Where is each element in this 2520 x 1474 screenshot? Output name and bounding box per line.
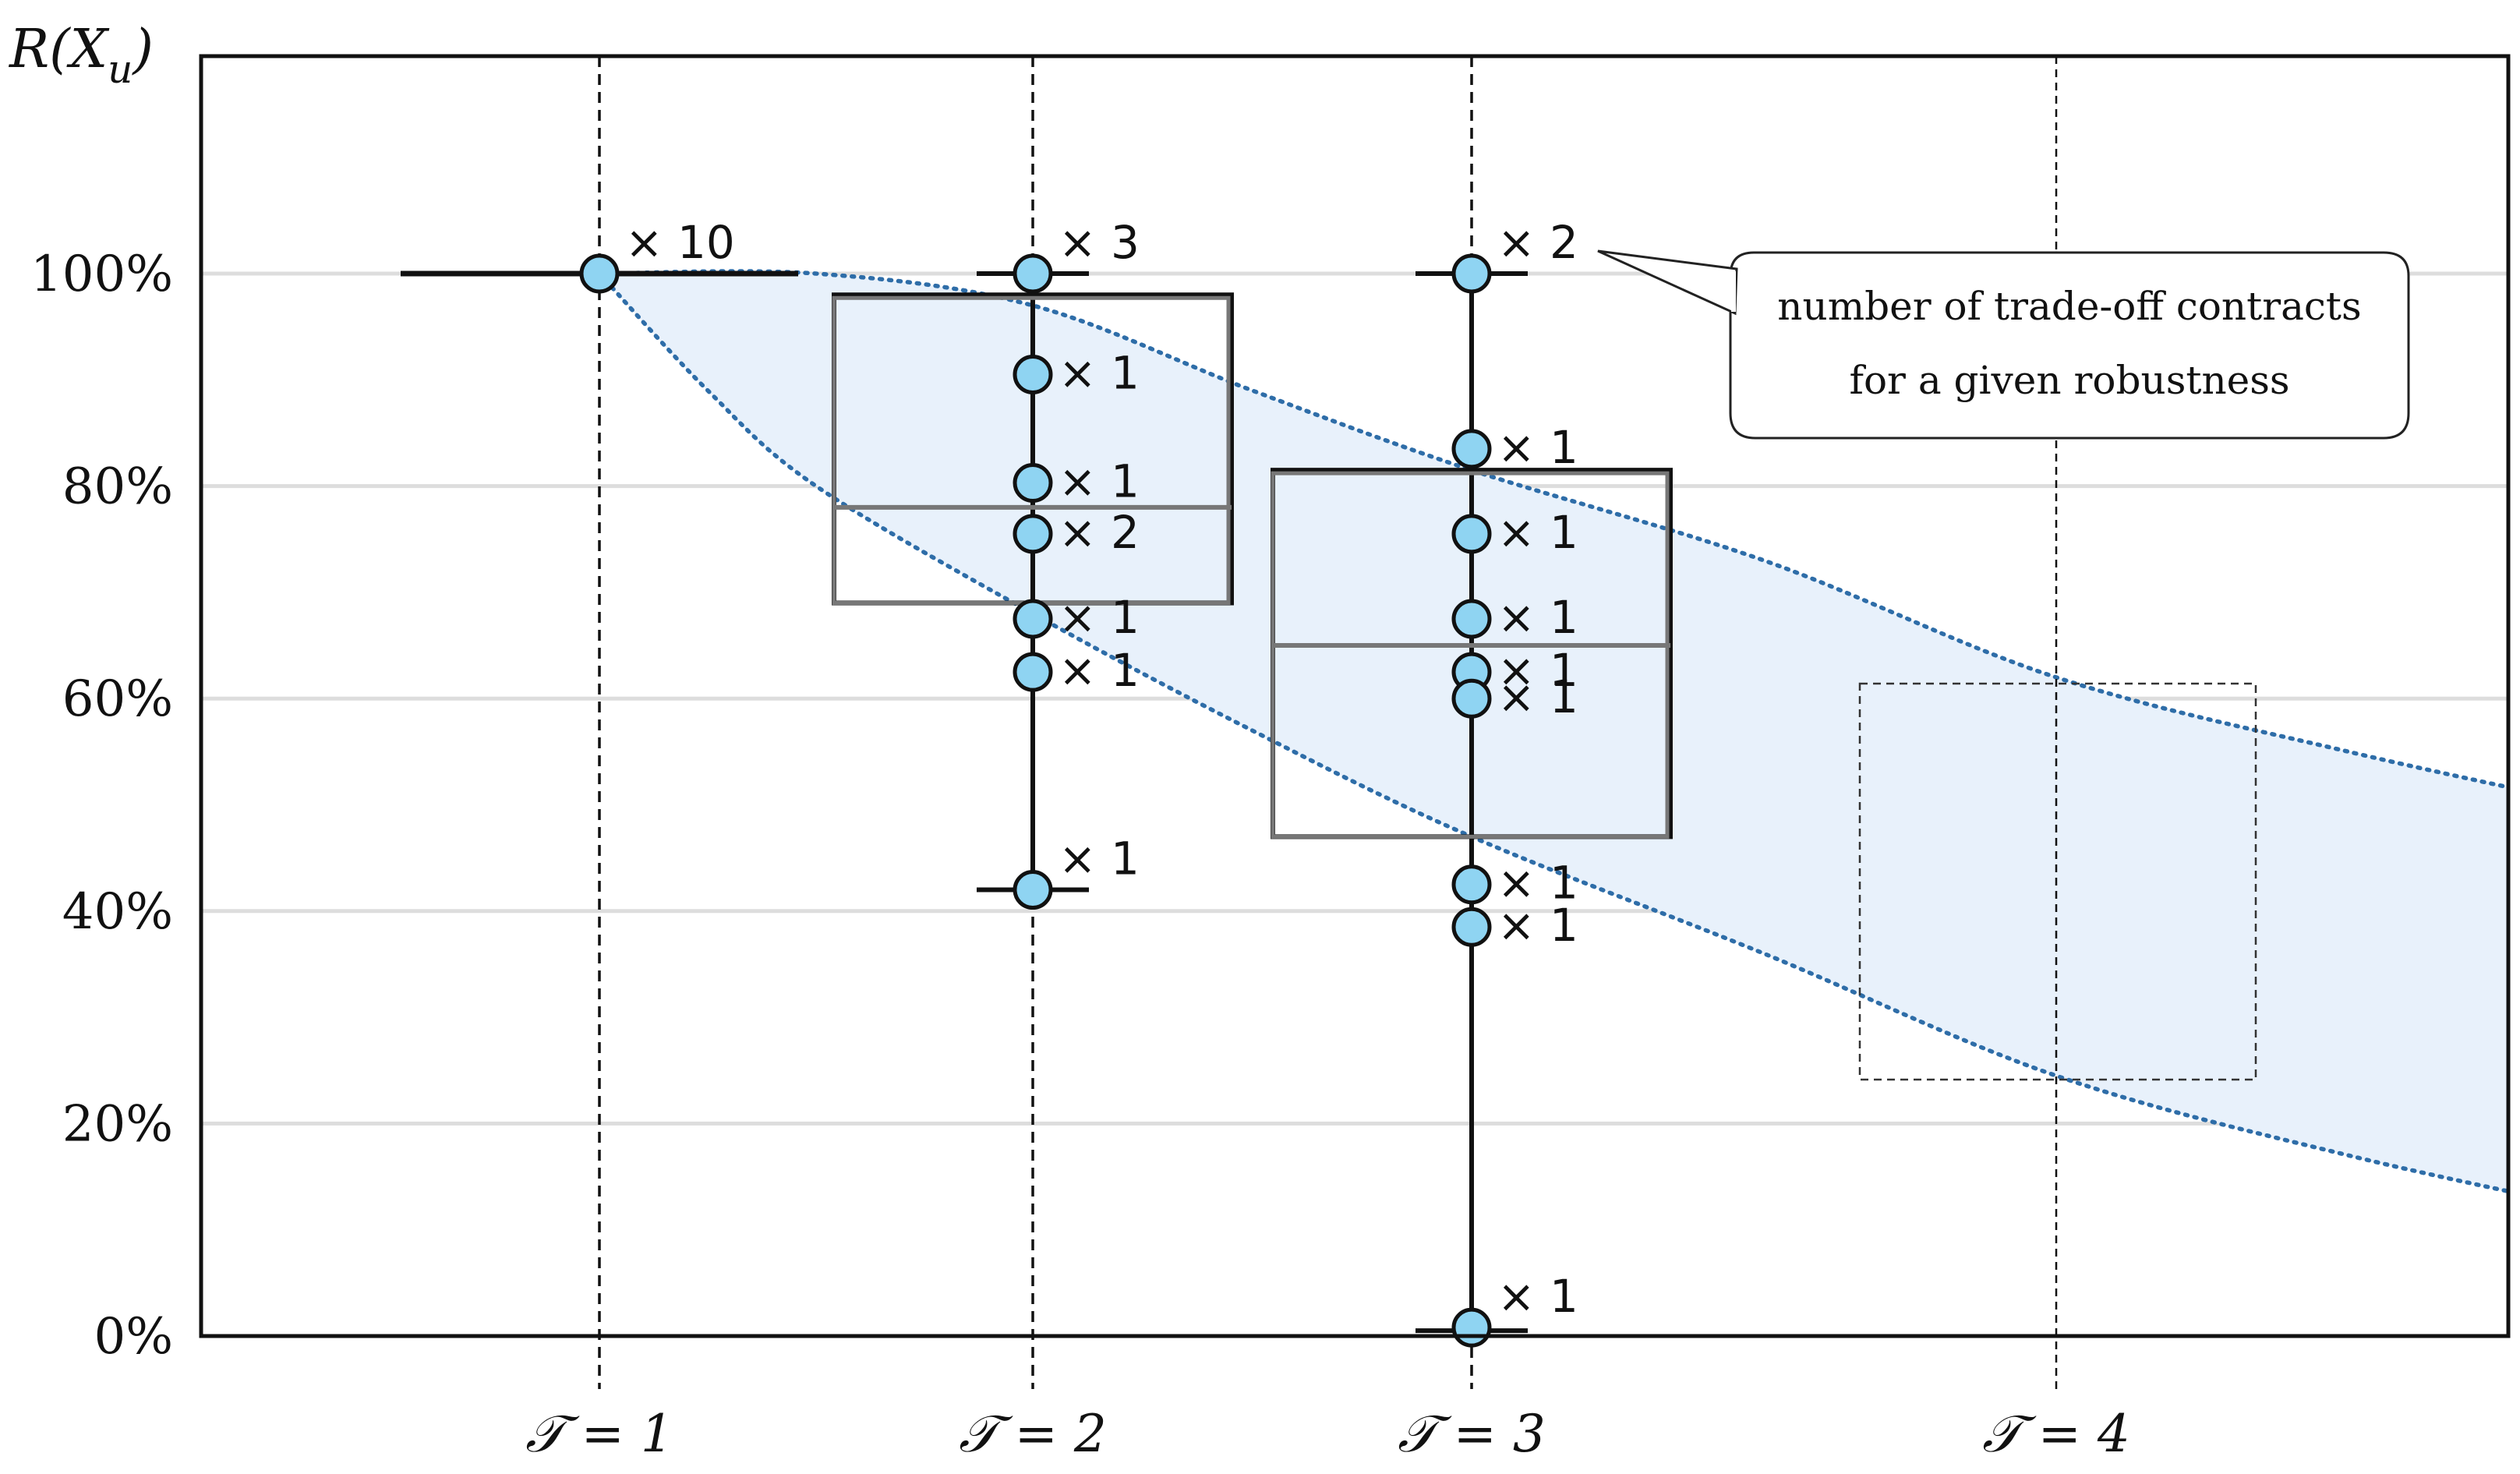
data-point — [1451, 253, 1492, 294]
count-label: × 10 — [625, 216, 735, 269]
empty-region-highlight — [1858, 682, 2257, 1081]
callout-line-2: for a given robustness — [1849, 358, 2289, 403]
count-label: × 1 — [1497, 506, 1578, 559]
data-point — [1013, 599, 1053, 639]
data-point — [1013, 514, 1053, 554]
plot-frame — [199, 54, 2511, 1338]
count-label: × 1 — [1497, 670, 1578, 723]
band-fill — [599, 270, 2508, 1192]
data-point — [1451, 1307, 1492, 1348]
callout: number of trade-off contracts for a give… — [1597, 249, 2410, 440]
data-point — [1013, 354, 1053, 394]
y-tick-label: 80% — [62, 458, 173, 516]
y-tick-labels: 0% 20% 40% 60% 80% 100% — [30, 246, 173, 1366]
y-tick-label: 20% — [62, 1095, 173, 1153]
data-point — [1451, 678, 1492, 719]
data-point — [1013, 652, 1053, 692]
data-point — [579, 253, 620, 294]
callout-pointer — [1597, 249, 1738, 316]
x-tick-label: 𝒯 = 4 — [1982, 1404, 2130, 1464]
x-tick-label: 𝒯 = 2 — [959, 1404, 1107, 1464]
data-point — [1451, 514, 1492, 554]
data-point — [1013, 870, 1053, 910]
count-label: × 1 — [1059, 591, 1140, 644]
count-label: × 1 — [1497, 857, 1578, 910]
data-point — [1451, 907, 1492, 947]
count-label: × 1 — [1059, 644, 1140, 697]
data-point — [1013, 463, 1053, 504]
count-label: × 1 — [1059, 346, 1140, 399]
count-label: × 2 — [1497, 216, 1578, 269]
box-inner — [1271, 471, 1670, 839]
count-label: × 1 — [1497, 421, 1578, 474]
y-tick-label: 60% — [62, 670, 173, 728]
robustness-band — [597, 269, 2508, 1194]
x-tick-label: 𝒯 = 1 — [525, 1404, 673, 1464]
data-point — [1451, 429, 1492, 469]
y-tick-label: 100% — [30, 246, 173, 303]
x-tick-label: 𝒯 = 3 — [1398, 1404, 1546, 1464]
data-point — [1451, 599, 1492, 639]
y-tick-label: 40% — [62, 883, 173, 941]
count-label: × 1 — [1497, 899, 1578, 952]
count-label: × 2 — [1059, 506, 1140, 559]
count-label: × 1 — [1059, 455, 1140, 508]
callout-bubble — [1729, 251, 2410, 440]
count-label: × 1 — [1059, 832, 1140, 885]
callout-line-1: number of trade-off contracts — [1777, 284, 2361, 329]
y-tick-label: 0% — [94, 1308, 173, 1366]
x-tick-labels: 𝒯 = 1 𝒯 = 2 𝒯 = 3 𝒯 = 4 — [525, 1404, 2130, 1464]
count-label: × 1 — [1497, 644, 1578, 697]
band-lower-curve — [597, 271, 2508, 1194]
y-axis-label: R(Xu) — [8, 19, 154, 92]
data-point — [1013, 253, 1053, 294]
count-label: × 1 — [1497, 591, 1578, 644]
band-upper-curve — [597, 269, 2508, 790]
count-label: × 1 — [1497, 1270, 1578, 1323]
count-labels: × 10× 3× 1× 1× 2× 1× 1× 1× 2× 1× 1× 1× 1… — [625, 216, 1578, 1323]
data-point — [1451, 864, 1492, 905]
count-label: × 3 — [1059, 216, 1140, 269]
